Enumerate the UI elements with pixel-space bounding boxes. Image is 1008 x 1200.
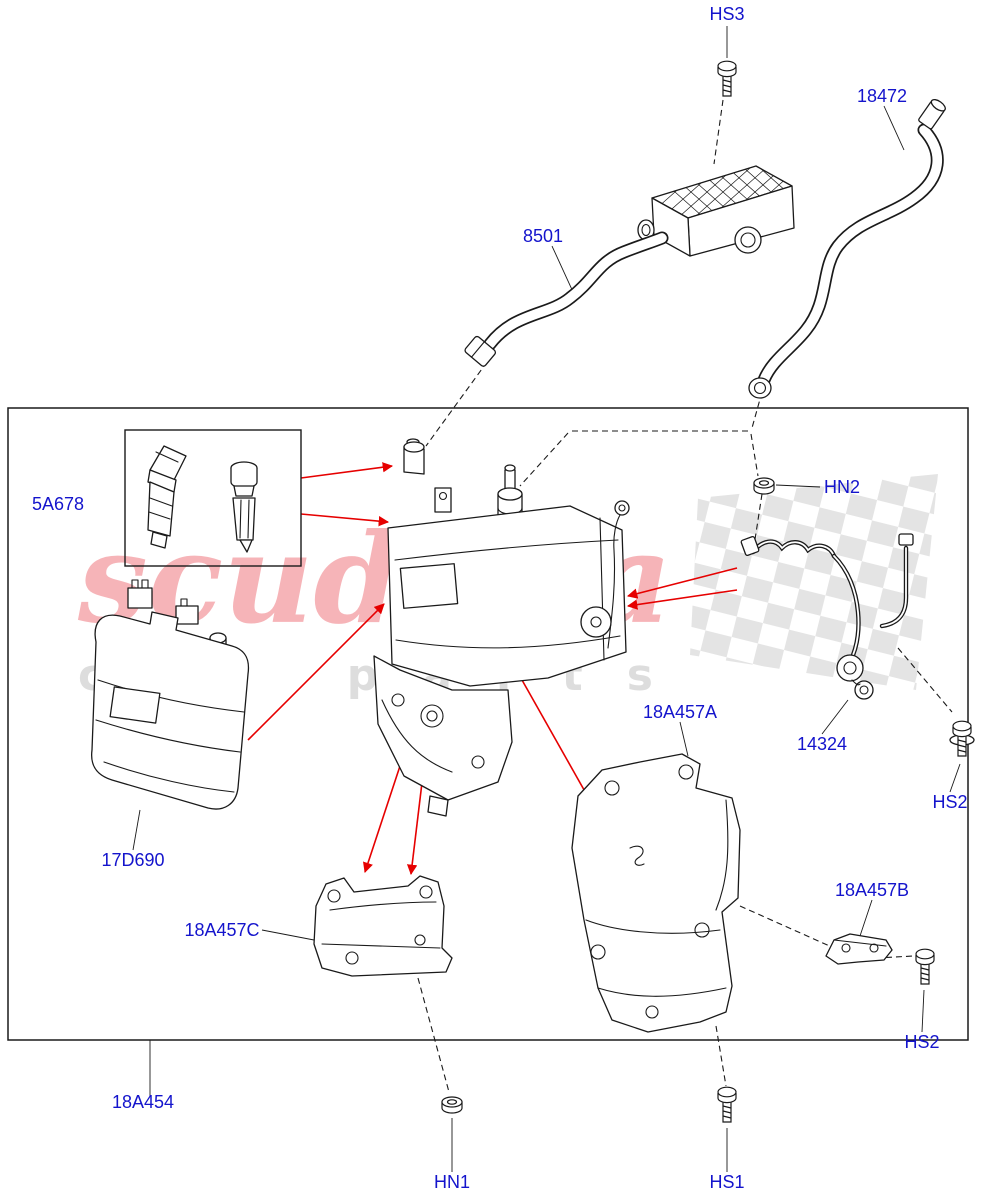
label-14324: 14324 — [797, 734, 847, 754]
part-labels: HS3 18472 8501 5A678 HN2 18A457A 14324 H… — [32, 4, 968, 1192]
kit-box-outline — [124, 429, 302, 567]
screw-hs2-lower-drawing — [915, 948, 935, 985]
label-hs3: HS3 — [709, 4, 744, 24]
label-18a454: 18A454 — [112, 1092, 174, 1112]
nut-hn2-drawing — [753, 477, 775, 495]
label-17d690: 17D690 — [101, 850, 164, 870]
label-18a457c: 18A457C — [184, 920, 259, 940]
evap-canister-assembly-drawing — [373, 438, 630, 817]
harness-14324-drawing — [740, 533, 914, 700]
label-hs1: HS1 — [709, 1172, 744, 1192]
screw-hs2-upper-drawing — [949, 720, 975, 757]
checkered-flag-watermark — [690, 474, 938, 690]
label-hn2: HN2 — [824, 477, 860, 497]
canister-17d690-drawing — [90, 579, 250, 810]
label-hs2-lower: HS2 — [904, 1032, 939, 1052]
dust-filter-drawing — [637, 165, 795, 257]
label-hs2-upper: HS2 — [932, 792, 967, 812]
label-5a678: 5A678 — [32, 494, 84, 514]
hose-18472-drawing — [748, 98, 946, 399]
label-18a457a: 18A457A — [643, 702, 717, 722]
assembly-dashed-lines — [417, 99, 953, 1093]
screw-hs1-drawing — [717, 1086, 737, 1123]
bracket-18a457b-drawing — [825, 933, 893, 965]
service-kit-5a678-drawing — [124, 429, 302, 567]
nut-hn1-drawing — [441, 1096, 463, 1114]
label-8501: 8501 — [523, 226, 563, 246]
bracket-18a457c-drawing — [313, 875, 453, 977]
screw-hs3-drawing — [717, 60, 737, 97]
label-leader-lines — [132, 26, 961, 1172]
bracket-18a457a-drawing — [571, 753, 741, 1033]
hose-8501-drawing — [464, 231, 669, 367]
label-hn1: HN1 — [434, 1172, 470, 1192]
label-18472: 18472 — [857, 86, 907, 106]
label-18a457b: 18A457B — [835, 880, 909, 900]
